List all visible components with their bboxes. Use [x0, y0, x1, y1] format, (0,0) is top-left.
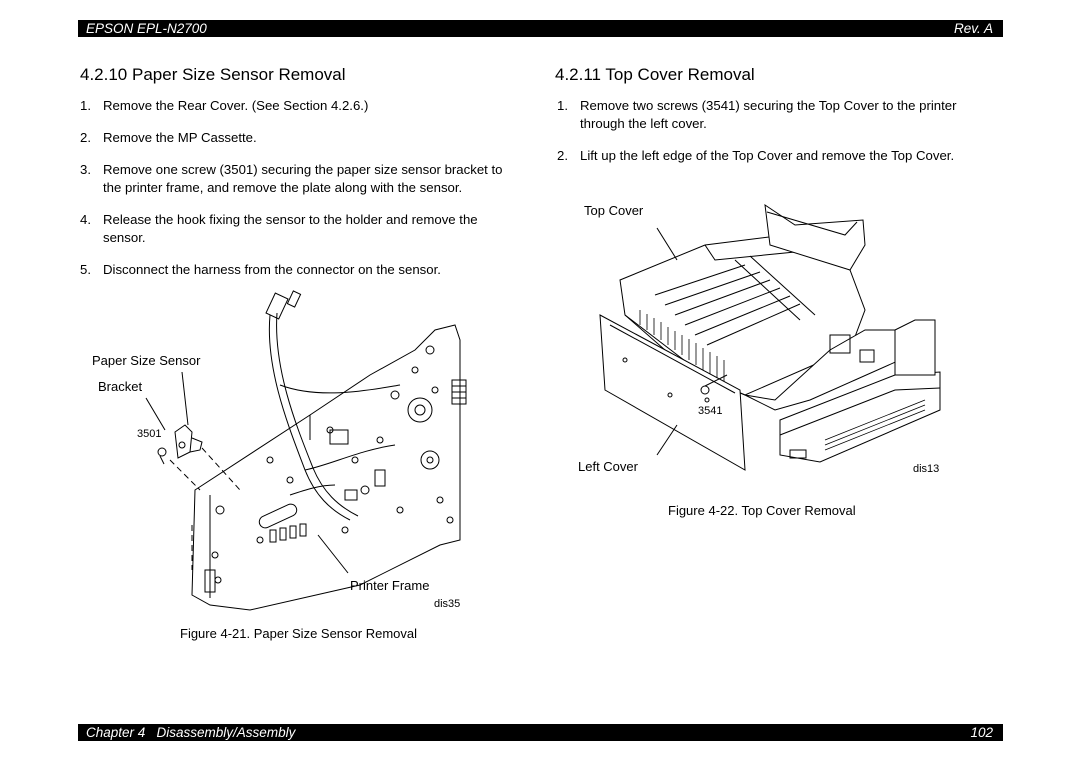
section-title-top-cover: 4.2.11 Top Cover Removal	[555, 65, 755, 84]
step-text: Release the hook fixing the sensor to th…	[103, 212, 478, 245]
step-item: 2. Remove the MP Cassette.	[78, 129, 518, 147]
steps-list-paper-size-sensor: 1. Remove the Rear Cover. (See Section 4…	[78, 97, 518, 279]
figure-caption-4-22: Figure 4-22. Top Cover Removal	[668, 503, 856, 518]
label-top-cover: Top Cover	[584, 203, 644, 218]
step-text: Lift up the left edge of the Top Cover a…	[580, 148, 955, 163]
step-number: 5.	[80, 262, 91, 277]
label-left-cover: Left Cover	[578, 459, 638, 474]
step-item: 2. Lift up the left edge of the Top Cove…	[555, 147, 1000, 165]
step-item: 1. Remove two screws (3541) securing the…	[555, 97, 1000, 133]
step-item: 1. Remove the Rear Cover. (See Section 4…	[78, 97, 518, 115]
footer-chapter: Chapter 4 Disassembly/Assembly	[86, 725, 296, 740]
step-text: Remove the MP Cassette.	[103, 130, 257, 145]
step-text: Disconnect the harness from the connecto…	[103, 262, 441, 277]
label-dis13: dis13	[913, 463, 940, 475]
figure-caption-4-21: Figure 4-21. Paper Size Sensor Removal	[180, 626, 418, 641]
step-text: Remove one screw (3501) securing the pap…	[103, 162, 503, 195]
label-dis35: dis35	[434, 598, 461, 610]
header-model: EPSON EPL-N2700	[86, 21, 207, 36]
header-bar: EPSON EPL-N2700 Rev. A	[78, 20, 1003, 37]
step-text: Remove two screws (3541) securing the To…	[580, 98, 957, 131]
step-item: 4. Release the hook fixing the sensor to…	[78, 211, 518, 247]
step-number: 1.	[80, 98, 91, 113]
footer-bar: Chapter 4 Disassembly/Assembly 102	[78, 724, 1003, 741]
step-number: 3.	[80, 162, 91, 177]
step-number: 1.	[557, 98, 568, 113]
label-bracket: Bracket	[98, 379, 143, 394]
header-revision: Rev. A	[953, 21, 993, 36]
step-number: 2.	[80, 130, 91, 145]
printer-frame-drawing	[145, 290, 467, 611]
label-paper-size-sensor: Paper Size Sensor	[92, 353, 201, 368]
step-item: 3. Remove one screw (3501) securing the …	[78, 161, 518, 197]
top-cover-drawing	[599, 203, 941, 471]
section-title-paper-size-sensor: 4.2.10 Paper Size Sensor Removal	[80, 65, 346, 84]
step-number: 2.	[557, 148, 568, 163]
step-text: Remove the Rear Cover. (See Section 4.2.…	[103, 98, 369, 113]
label-screw-3541: 3541	[698, 405, 723, 417]
footer-page-number: 102	[970, 725, 993, 740]
step-item: 5. Disconnect the harness from the conne…	[78, 261, 518, 279]
label-printer-frame: Printer Frame	[350, 578, 430, 593]
step-number: 4.	[80, 212, 91, 227]
label-screw-3501: 3501	[137, 428, 162, 440]
steps-list-top-cover: 1. Remove two screws (3541) securing the…	[555, 97, 1000, 165]
